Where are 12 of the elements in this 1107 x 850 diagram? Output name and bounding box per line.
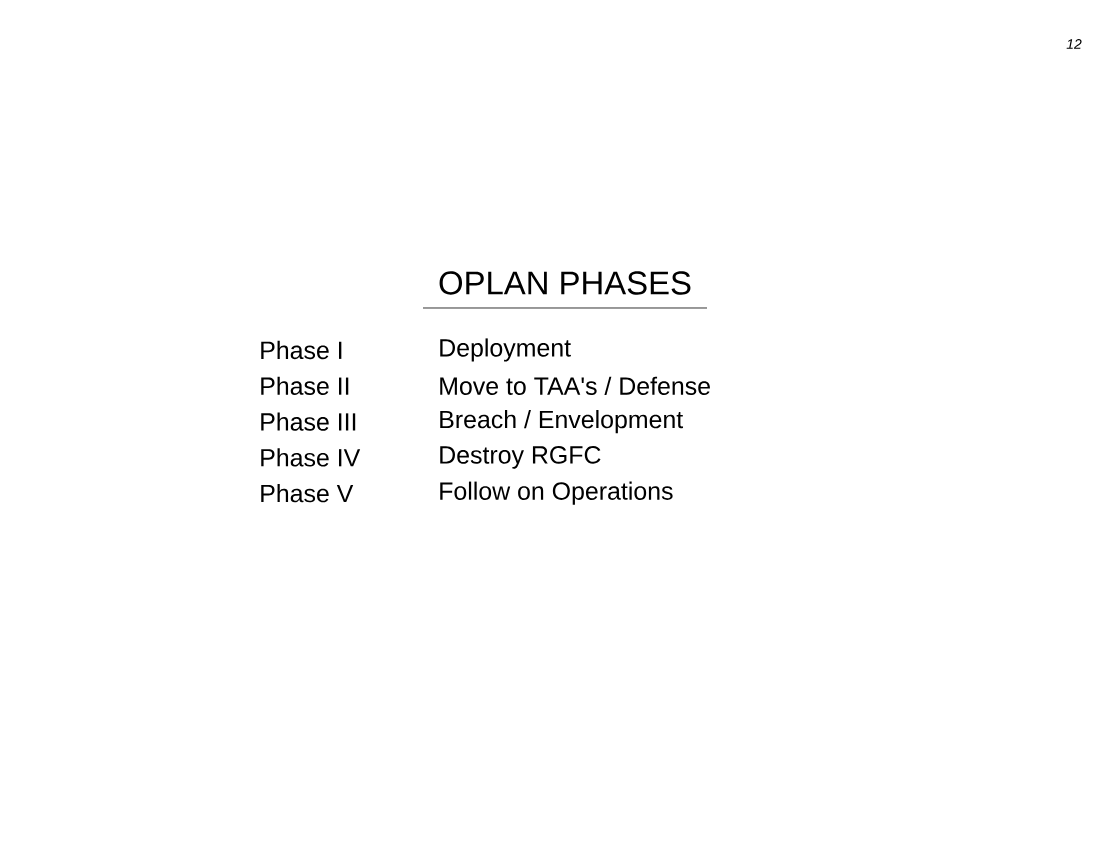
phase-description: Follow on Operations — [440, 481, 673, 505]
phase-description: Move to TAA's / Defense — [440, 376, 710, 395]
phase-label: Phase III — [261, 412, 356, 431]
page-number: 12 — [1066, 39, 1082, 49]
phase-label: Phase IV — [261, 448, 361, 467]
phase-label: Phase I — [261, 340, 342, 360]
phase-description: Destroy RGFC — [440, 446, 601, 469]
phase-label: Phase V — [261, 484, 354, 503]
slide-title: OPLAN PHASES — [422, 271, 708, 309]
phase-description: Breach / Envelopment — [440, 410, 683, 434]
phase-label: Phase II — [261, 376, 349, 395]
phase-description: Deployment — [440, 338, 571, 362]
